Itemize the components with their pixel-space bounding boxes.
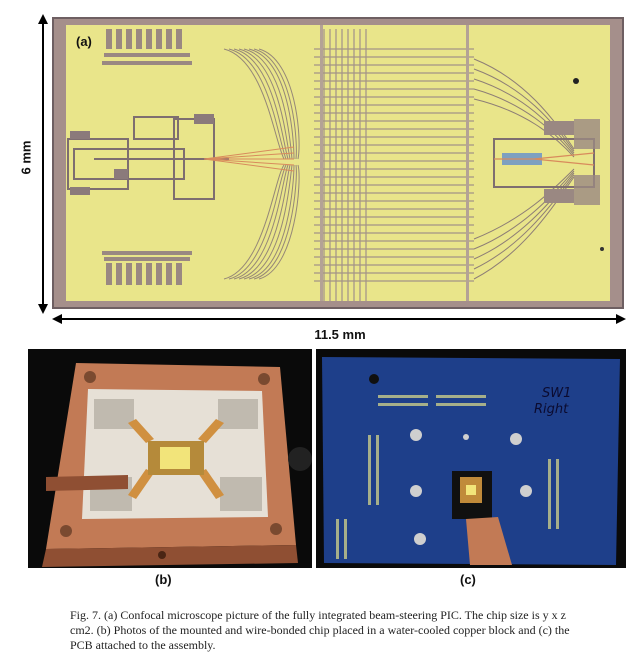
figure-caption: Fig. 7. (a) Confocal microscope picture …	[70, 608, 570, 652]
chip-micrograph	[52, 17, 624, 309]
height-dimension-arrow	[38, 14, 48, 314]
panel-a-label: (a)	[76, 34, 92, 49]
height-dimension-label: 6 mm	[18, 140, 34, 175]
panel-b-label: (b)	[155, 572, 172, 587]
width-dimension-arrow	[52, 314, 626, 324]
copper-block-drawing	[28, 349, 312, 568]
copper-block-photo	[28, 349, 312, 568]
pcb-drawing: SW1 Right	[316, 349, 626, 568]
panel-c-label: (c)	[460, 572, 476, 587]
width-dimension-label: 11.5 mm	[314, 327, 366, 342]
pcb-photo: SW1 Right	[316, 349, 626, 568]
handwritten-note-line1: SW1	[542, 386, 571, 401]
handwritten-note-line2: Right	[534, 402, 569, 417]
chip-layout-drawing	[54, 19, 622, 307]
